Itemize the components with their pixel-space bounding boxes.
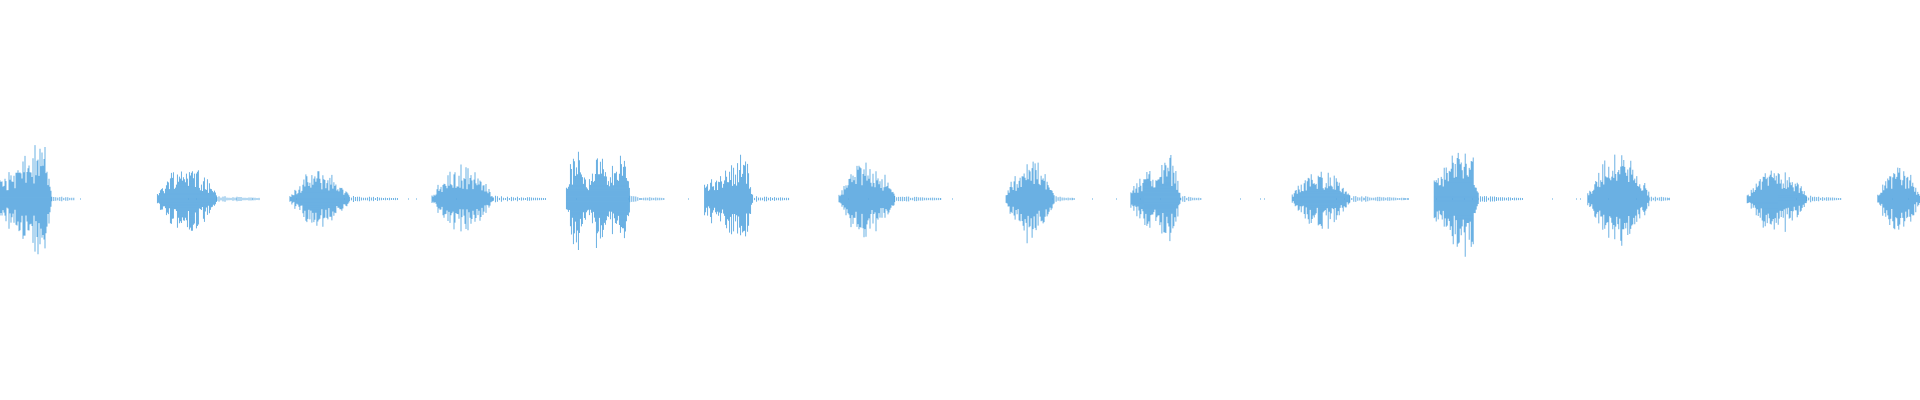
waveform-burst-trace [1130,155,1202,242]
waveform-silence-tick [1408,198,1409,200]
waveform-burst [1130,155,1202,242]
waveform-burst [1746,170,1842,232]
waveform-burst-trace [838,162,942,238]
waveform-burst [1877,167,1920,230]
waveform-silence-tick [1576,198,1577,200]
waveform-silence-tick [640,198,641,200]
waveform-burst [0,145,75,255]
waveform-silence-tick [1404,198,1405,200]
waveform-burst [704,154,790,237]
waveform-burst-trace [704,154,790,237]
waveform-silence-tick [1580,198,1581,200]
waveform-burst-trace [1877,167,1920,230]
waveform-burst [156,170,260,231]
waveform-burst-trace [1433,152,1523,257]
waveform-burst [289,171,398,227]
waveform-burst [565,151,665,250]
waveform-silence-tick [1668,198,1669,200]
waveform-silence-tick [408,198,409,200]
waveform-burst-trace [1746,170,1842,232]
waveform-burst [431,164,546,232]
waveform-silence-tick [688,198,689,200]
waveform-burst [1433,152,1523,257]
waveform-burst-trace [1291,171,1409,229]
waveform-silence-tick [1364,198,1365,200]
waveform-silence-tick [848,198,849,200]
waveform-silence-tick [492,198,493,200]
waveform-burst-trace [565,151,665,250]
waveform-silence-tick [1116,198,1117,200]
waveform-silence-tick [416,198,417,200]
waveform-burst-trace [1005,161,1075,244]
waveform-burst-trace [431,164,546,232]
waveform-burst-trace [156,170,260,231]
waveform-silence-tick [252,198,253,200]
waveform-silence-tick [80,198,81,200]
waveform-burst [1005,161,1075,244]
waveform-silence-tick [1552,198,1553,200]
waveform-burst [838,162,942,238]
waveform-burst-trace [0,145,75,255]
waveform-silence-tick [456,198,457,200]
waveform-silence-tick [952,198,953,200]
waveform-burst-trace [289,171,398,227]
waveform-silence-tick [1264,198,1265,200]
waveform-silence-tick [1092,198,1093,200]
waveform-burst-trace [1587,154,1670,246]
waveform-silence-tick [236,198,237,200]
waveform-silence-tick [868,198,869,200]
waveform-bursts [0,145,1920,257]
waveform-silence-tick [1240,198,1241,200]
waveform-silence-tick [1260,198,1261,200]
waveform-burst [1291,171,1409,229]
waveform-burst [1587,154,1670,246]
